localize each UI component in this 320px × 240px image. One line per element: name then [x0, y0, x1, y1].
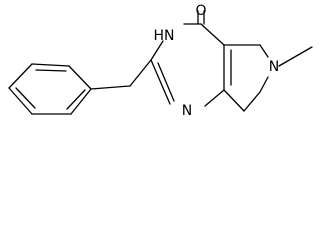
tetrahydropyridine-ring	[223, 44, 269, 112]
benzene-ring	[8, 63, 92, 115]
n-methyl-group	[278, 46, 313, 67]
ring-nitrogen-label: N	[269, 59, 279, 75]
nh-atom-label: HN	[154, 28, 175, 44]
methylene-bridge	[90, 59, 152, 90]
oxygen-atom-label: O	[195, 3, 206, 19]
carbonyl-group	[197, 10, 205, 25]
pyrimidinone-ring	[150, 23, 232, 107]
chemical-structure: O HN N N	[8, 3, 313, 119]
pyrimidine-nitrogen-label: N	[182, 103, 192, 119]
